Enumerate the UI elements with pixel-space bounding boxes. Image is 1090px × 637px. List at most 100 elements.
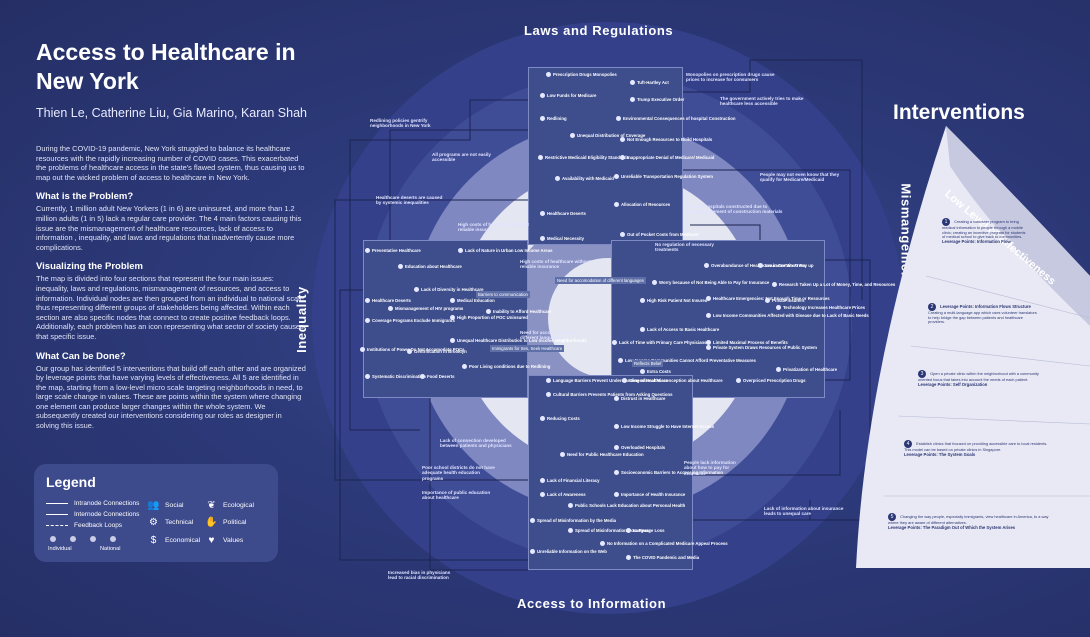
node-left-14: Systematic Discrimination [365, 374, 426, 380]
node-top-15: Out of Pocket Costs from Medicare [620, 232, 699, 238]
node-right-13: Low Income Communities Cannot Afford Pre… [618, 358, 756, 364]
node-left-6: Mismanagement of HIV programs [388, 306, 463, 312]
node-left-0: Preventative Healthcare [365, 248, 421, 254]
annotation-4: People may not even know that they quali… [760, 172, 840, 183]
node-right-5: Low Income Communities Affected with Dis… [706, 313, 869, 319]
node-right-10: Limited Maximal Process of Benefits [706, 340, 788, 346]
node-left-9: Inability to Afford Healthcare [486, 309, 552, 315]
annotation-2: Redlining policies gentrify neighborhood… [370, 118, 431, 129]
annotation-0: Monopolies on prescription drugs cause p… [686, 72, 775, 83]
section-heading-solutions: What Can be Done? [36, 350, 126, 362]
annotation-12: Poor school districts do not have adequa… [422, 465, 495, 481]
scale-label-individual: Individual [48, 546, 72, 552]
intervention-number-4: 4 [904, 440, 912, 448]
node-left-7: Coverage Programs Exclude Immigrants [365, 318, 455, 324]
fan-div-2 [910, 345, 1090, 367]
intervention-number-5: 5 [888, 513, 896, 521]
panel-mismanagement [611, 240, 825, 398]
node-right-3: High Risk Patient Not Insured [640, 298, 707, 304]
node-right-0: Worry because of Not Being Able to Pay f… [652, 280, 769, 286]
fan-div-3 [897, 415, 1090, 425]
scale-label-national: National [100, 546, 121, 552]
legend-economical: $Economical [148, 535, 200, 546]
dashed-line-icon [46, 525, 68, 526]
node-bottom-10: Lack of Awareness [540, 492, 586, 498]
node-right-7: Private Insurers [765, 298, 804, 304]
link-12 [690, 259, 871, 521]
left-column: Access to Healthcare in New York Thien L… [36, 38, 307, 431]
legend-values: ♥Values [206, 535, 244, 546]
node-top-14: Medical Necessity [540, 236, 584, 242]
node-bottom-7: Overloaded Hospitals [614, 445, 665, 451]
heart-icon: ♥ [208, 535, 215, 546]
annotation-14: People lack information about how to pay… [684, 460, 736, 476]
node-top-9: Inappropriate Denial of Medicare/ Medica… [620, 155, 714, 161]
fan-div-1 [925, 275, 1090, 319]
node-bottom-14: Spread of Misinformation from Peers [568, 528, 650, 534]
link-11 [339, 289, 528, 561]
node-top-13: Healthcare Deserts [540, 211, 586, 217]
panel-laws [528, 67, 683, 245]
solid-line-icon [46, 503, 68, 504]
chip-barriers: Barriers to communication [476, 291, 530, 298]
node-top-8: Restrictive Medicaid Eligibility Standar… [538, 155, 629, 161]
node-left-12: Gentrification in Brooklyn [407, 349, 467, 355]
heading-inequality: Inequality [293, 286, 309, 353]
annotation-11: Lack of connection developed between pat… [440, 438, 512, 449]
intro-paragraph: During the COVID-19 pandemic, New York s… [36, 144, 305, 182]
node-top-10: Availability with Medicaid [555, 176, 614, 182]
node-top-3: Trump Executive Order [630, 97, 684, 103]
link-2 [680, 59, 863, 300]
scale-dot-2 [70, 536, 76, 542]
panel-information [528, 375, 693, 570]
node-bottom-11: Importance of Health Insurance [614, 492, 685, 498]
legend-technical: ⚙Technical [149, 517, 194, 528]
legend-political: ✋Political [205, 517, 247, 528]
link-9 [690, 410, 841, 476]
node-bottom-18: The COVID Pandemic and Media [626, 555, 699, 561]
legend-feedback: Feedback Loops [46, 522, 122, 529]
fan-band [946, 126, 1090, 326]
section-body-solutions: Our group has identified 5 interventions… [36, 363, 306, 431]
node-right-12: Private System Draws Resources of Public… [706, 345, 817, 351]
intervention-3: 3 Open a private clinic within the neigh… [918, 370, 1039, 387]
node-right-4: Healthcare Emergencies: Not Enough Time … [706, 296, 830, 302]
link-4 [680, 169, 851, 381]
chip-beliefs: Reflects Belief [632, 360, 664, 367]
node-left-10: Unequal Healthcare Distribution to Low I… [450, 338, 587, 344]
gear-icon: ⚙ [149, 517, 158, 528]
node-left-13: Poor Living conditions due to Redlining [462, 364, 550, 370]
node-bottom-15: Language Loss [626, 528, 665, 534]
link-8 [429, 394, 528, 571]
annotation-3: All programs are not easily accessible [432, 152, 491, 163]
poster-title: Access to Healthcare in New York [36, 39, 296, 94]
node-right-15: Privatization of Healthcare [776, 367, 837, 373]
panel-inequality [363, 240, 528, 398]
node-right-16: Overpriced Prescription Drugs [736, 378, 806, 384]
interventions-title: Interventions [893, 101, 1025, 124]
node-bottom-4: Reducing Costs [540, 416, 580, 422]
node-left-3: Healthcare Deserts [365, 298, 411, 304]
people-icon: 👥 [147, 500, 160, 511]
legend-intranode: Intranode Connections [46, 500, 139, 507]
node-left-1: Lack of Nature in Urban Low Income Areas [458, 248, 552, 254]
annotation-13: Importance of public education about hea… [422, 490, 491, 501]
node-top-7: Not Enough Resources to Build Hospitals [620, 137, 712, 143]
leaf-icon: ❦ [207, 500, 216, 511]
node-left-2: Education about Healthcare [398, 264, 462, 270]
node-top-12: Allocation of Resources [614, 202, 670, 208]
node-right-11: Lack of Time with Primary Care Physician… [612, 340, 707, 346]
node-bottom-2: Cultural Barriers Prevents Patients from… [546, 392, 672, 398]
node-left-4: Lack of Diversity in Healthcare [414, 287, 484, 293]
annotation-10: Need for accomodation of different langu… [520, 330, 577, 341]
legend-ecological: ❦Ecological [207, 500, 254, 511]
intervention-number-2: 2 [928, 303, 936, 311]
section-body-problem: Currently, 1 million adult New Yorkers (… [36, 204, 302, 252]
annotation-1: The government actively tries to make he… [720, 96, 804, 107]
legend-social: 👥Social [147, 500, 184, 511]
node-bottom-8: Lack of Financial Literacy [540, 478, 600, 484]
dollar-icon: $ [150, 535, 157, 546]
node-top-4: Redlining [540, 116, 567, 122]
link-1 [349, 99, 528, 431]
node-bottom-9: Socioeconomic Barriers to Accessing Info… [614, 470, 723, 476]
